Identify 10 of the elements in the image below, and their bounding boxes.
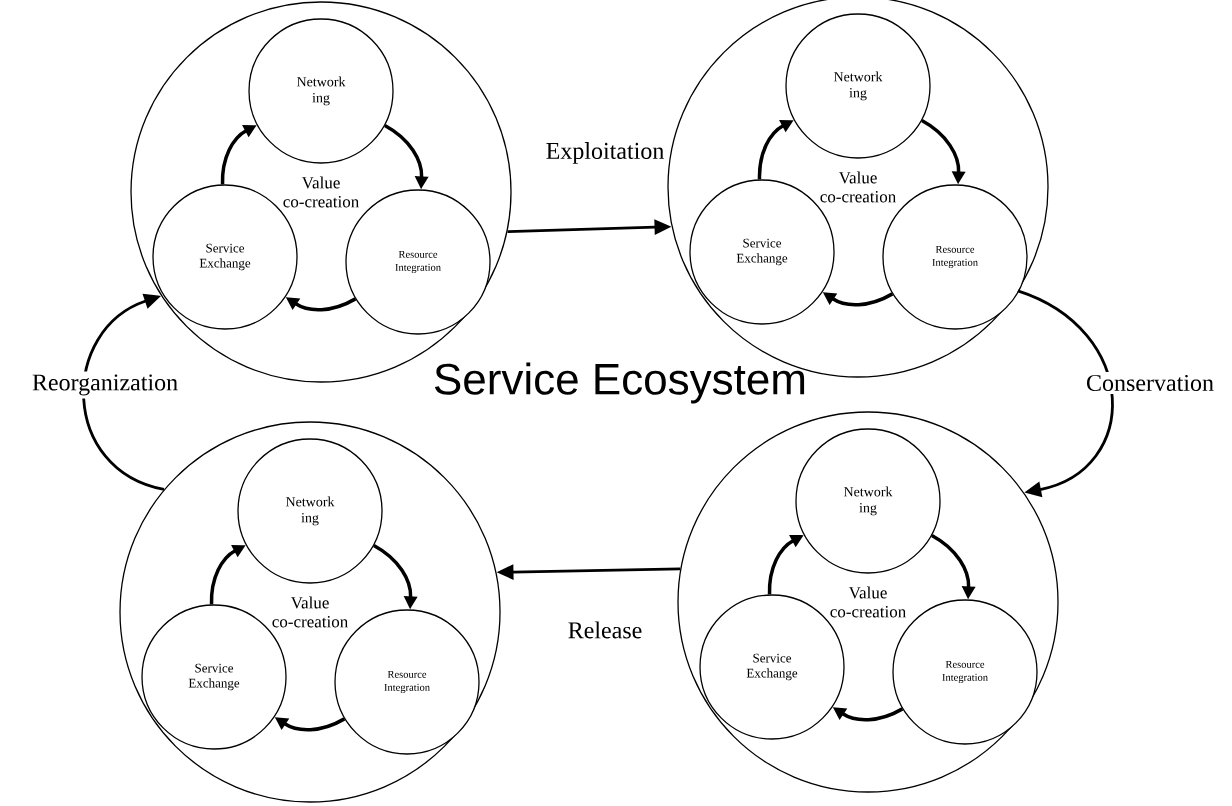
edge-label: Reorganization bbox=[28, 371, 182, 399]
circle-node: Network ing bbox=[795, 428, 941, 574]
arrow bbox=[1017, 289, 1114, 498]
edge-label: Conservation bbox=[1083, 371, 1217, 395]
circle-node: Network ing bbox=[237, 438, 383, 584]
circle-node: Network ing bbox=[248, 18, 394, 164]
edge-label: Exploitation bbox=[542, 139, 668, 167]
edge-label: Release bbox=[564, 618, 646, 642]
arrow bbox=[82, 293, 165, 491]
circle-node: Network ing bbox=[785, 13, 931, 159]
